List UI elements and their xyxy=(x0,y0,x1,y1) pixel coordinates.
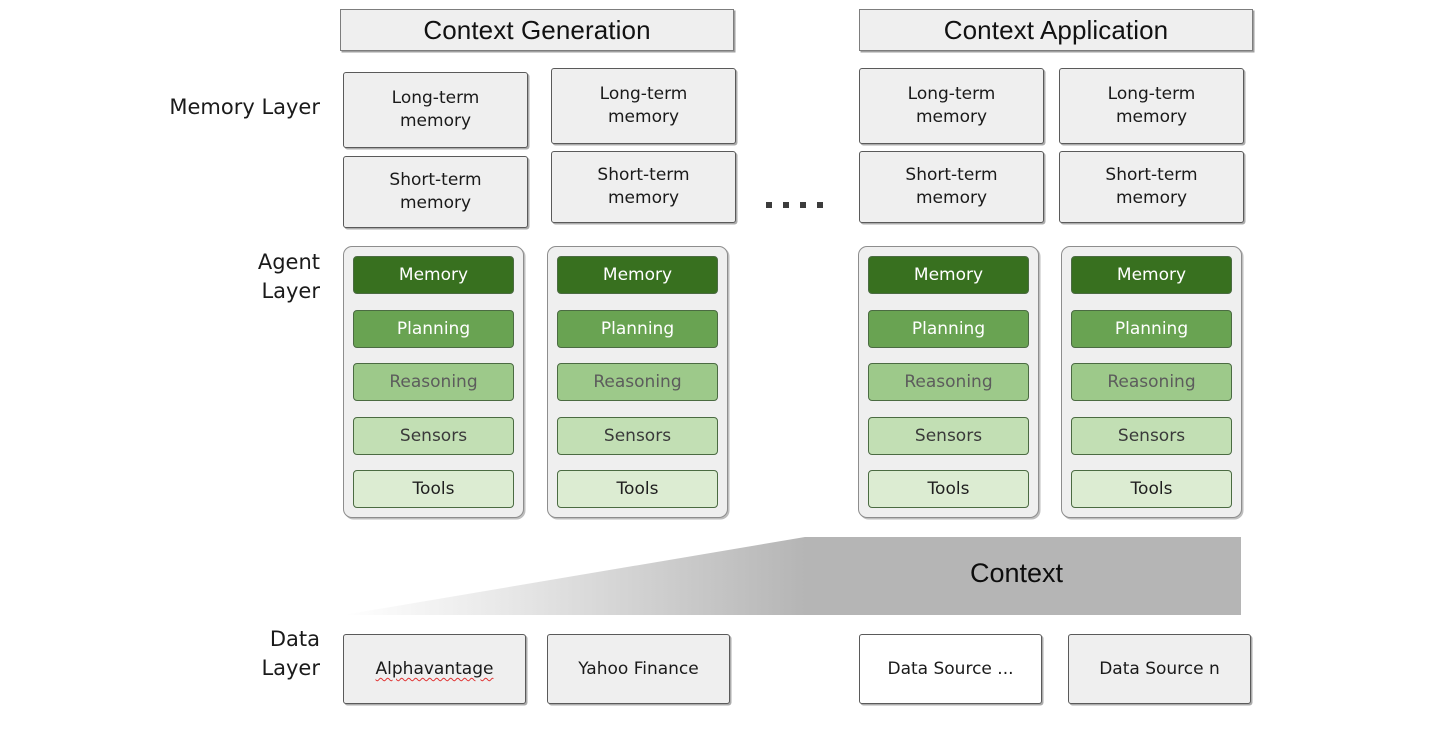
agent-row-sensors: Sensors xyxy=(557,416,718,455)
agent-row-tools: Tools xyxy=(868,470,1029,508)
long-term-memory-box-gen-1: Long-term memory xyxy=(343,72,528,148)
context-wedge-band xyxy=(343,533,1241,617)
long-term-memory-label-line1: Long-term xyxy=(1107,84,1196,104)
data-source-box-alphavantage: Alphavantage xyxy=(343,634,526,704)
agent-row-tools: Tools xyxy=(557,470,718,508)
short-term-memory-box-gen-2: Short-term memory xyxy=(551,151,736,223)
ellipsis-dot xyxy=(800,202,806,208)
agent-card-app-2: Memory Planning Reasoning Sensors Tools xyxy=(1061,246,1242,518)
short-term-memory-box-gen-1: Short-term memory xyxy=(343,156,528,228)
agent-row-sensors: Sensors xyxy=(353,416,514,455)
data-source-box-generic: Data Source ... xyxy=(859,634,1042,704)
ellipsis-dot xyxy=(766,202,772,208)
agent-row-memory: Memory xyxy=(353,256,514,294)
ellipsis-dot xyxy=(783,202,789,208)
agent-row-sensors: Sensors xyxy=(1071,416,1232,455)
agent-row-tools: Tools xyxy=(353,470,514,508)
agent-row-planning: Planning xyxy=(868,309,1029,348)
data-source-box-n: Data Source n xyxy=(1068,634,1251,704)
long-term-memory-label-line1: Long-term xyxy=(599,84,688,104)
agent-row-reasoning: Reasoning xyxy=(1071,363,1232,401)
row-label-agent-line1: Agent xyxy=(257,250,320,274)
row-label-memory-layer: Memory Layer xyxy=(169,95,320,119)
row-label-data-line1: Data xyxy=(269,627,320,651)
column-ellipsis-separator xyxy=(766,202,823,208)
long-term-memory-label-line2: memory xyxy=(607,107,680,127)
short-term-memory-label-line1: Short-term xyxy=(597,165,690,185)
data-source-label: Yahoo Finance xyxy=(578,659,699,679)
row-label-data-layer: Data Layer xyxy=(40,625,320,683)
agent-row-memory: Memory xyxy=(1071,256,1232,294)
agent-card-gen-2: Memory Planning Reasoning Sensors Tools xyxy=(547,246,728,518)
short-term-memory-label-line1: Short-term xyxy=(389,170,482,190)
long-term-memory-box-gen-2: Long-term memory xyxy=(551,68,736,144)
agent-row-reasoning: Reasoning xyxy=(353,363,514,401)
long-term-memory-label-line1: Long-term xyxy=(391,88,480,108)
agent-row-memory: Memory xyxy=(868,256,1029,294)
agent-row-planning: Planning xyxy=(353,309,514,348)
short-term-memory-box-app-1: Short-term memory xyxy=(859,151,1044,223)
ellipsis-dot xyxy=(817,202,823,208)
context-band-label: Context xyxy=(970,558,1064,588)
agent-card-gen-1: Memory Planning Reasoning Sensors Tools xyxy=(343,246,524,518)
phase-header-context-generation: Context Generation xyxy=(340,9,734,51)
short-term-memory-label-line2: memory xyxy=(399,193,472,213)
data-source-label: Data Source ... xyxy=(887,659,1014,679)
data-source-label: Alphavantage xyxy=(375,659,494,679)
short-term-memory-label-line2: memory xyxy=(607,188,680,208)
agent-row-sensors: Sensors xyxy=(868,416,1029,455)
phase-header-context-application: Context Application xyxy=(859,9,1253,51)
long-term-memory-label-line2: memory xyxy=(399,111,472,131)
short-term-memory-box-app-2: Short-term memory xyxy=(1059,151,1244,223)
long-term-memory-box-app-2: Long-term memory xyxy=(1059,68,1244,144)
long-term-memory-label-line2: memory xyxy=(1115,107,1188,127)
row-label-data-line2: Layer xyxy=(261,656,320,680)
agent-row-planning: Planning xyxy=(1071,309,1232,348)
data-source-box-yahoo-finance: Yahoo Finance xyxy=(547,634,730,704)
short-term-memory-label-line1: Short-term xyxy=(905,165,998,185)
short-term-memory-label-line1: Short-term xyxy=(1105,165,1198,185)
long-term-memory-label-line1: Long-term xyxy=(907,84,996,104)
long-term-memory-box-app-1: Long-term memory xyxy=(859,68,1044,144)
short-term-memory-label-line2: memory xyxy=(915,188,988,208)
long-term-memory-label-line2: memory xyxy=(915,107,988,127)
agent-row-reasoning: Reasoning xyxy=(868,363,1029,401)
agent-row-tools: Tools xyxy=(1071,470,1232,508)
agent-row-memory: Memory xyxy=(557,256,718,294)
row-label-agent-layer: Agent Layer xyxy=(40,248,320,306)
agent-row-reasoning: Reasoning xyxy=(557,363,718,401)
row-label-agent-line2: Layer xyxy=(261,279,320,303)
data-source-label: Data Source n xyxy=(1099,659,1220,679)
short-term-memory-label-line2: memory xyxy=(1115,188,1188,208)
agent-card-app-1: Memory Planning Reasoning Sensors Tools xyxy=(858,246,1039,518)
agent-row-planning: Planning xyxy=(557,309,718,348)
